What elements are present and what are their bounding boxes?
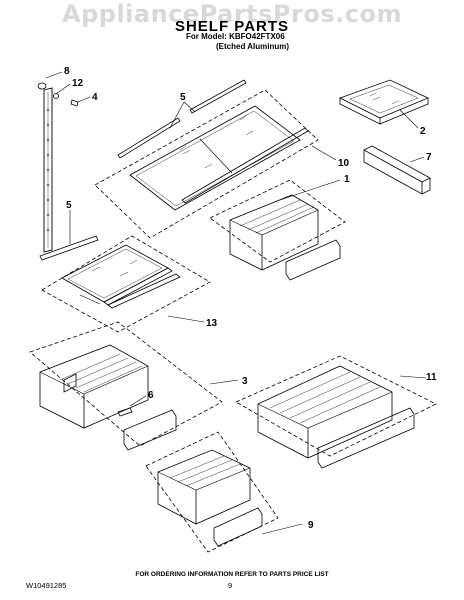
clip-part-12 <box>53 93 59 99</box>
callout-10: 10 <box>338 158 350 169</box>
side-rail-assembly <box>37 82 79 253</box>
doc-number: W10491285 <box>26 581 67 590</box>
screw-part-4 <box>70 99 79 107</box>
leader-lines <box>45 71 427 535</box>
bracket-part-7 <box>363 145 431 195</box>
callout-12: 12 <box>72 78 84 89</box>
page-number: 9 <box>228 581 233 590</box>
callout-11: 11 <box>426 372 437 383</box>
grommet-part-8 <box>37 82 47 90</box>
model-info: For Model: KBFO42FTX06 (Etched Aluminum) <box>186 32 289 52</box>
callout-7: 7 <box>426 152 432 163</box>
drawer-front-panel <box>285 239 341 281</box>
callout-labels: 8 12 4 5 2 7 10 1 5 13 3 6 11 9 <box>64 66 437 531</box>
watermark: AppliancePartsPros.com <box>62 0 402 28</box>
callout-5-top: 5 <box>180 92 186 103</box>
side-rail-holes <box>46 108 50 232</box>
side-rail <box>43 87 53 253</box>
callout-4: 4 <box>92 92 98 103</box>
drawer-divider <box>63 373 77 393</box>
small-drawer-part-9 <box>145 431 279 553</box>
callout-2: 2 <box>420 126 426 137</box>
trim-strip-part-5 <box>39 235 99 261</box>
shelf-assembly-outline <box>94 89 319 239</box>
callout-8: 8 <box>64 66 70 77</box>
page-title: SHELF PARTS <box>174 18 290 35</box>
small-shelf-part-2 <box>338 79 429 125</box>
callout-5-left: 5 <box>66 200 72 211</box>
shelf-trim-rail-2 <box>189 79 247 114</box>
drawer-front-panel-9 <box>213 507 263 547</box>
handle-part-6 <box>117 407 133 417</box>
ordering-info: FOR ORDERING INFORMATION REFER TO PARTS … <box>135 571 329 578</box>
lower-shelf-assembly-part-13 <box>41 235 211 333</box>
drawer-front-panel-11 <box>317 407 415 469</box>
glass-shelf-panel <box>129 105 301 211</box>
callout-3: 3 <box>242 376 248 387</box>
callout-13: 13 <box>206 318 218 329</box>
glass-shelf-assembly <box>94 79 319 239</box>
crisper-drawer-part-1 <box>209 179 346 281</box>
model-line: For Model: KBFO42FTX06 <box>186 32 285 41</box>
callout-6: 6 <box>148 390 154 401</box>
callout-1: 1 <box>344 174 350 185</box>
drawer-assembly-part-3 <box>29 321 223 451</box>
drawer-front-panel-3 <box>123 409 177 451</box>
shelf-front-trim <box>181 127 309 204</box>
large-drawer-part-11 <box>235 355 437 469</box>
callout-9: 9 <box>308 520 314 531</box>
finish-line: (Etched Aluminum) <box>216 42 290 51</box>
shelf-trim-rail <box>117 117 181 159</box>
